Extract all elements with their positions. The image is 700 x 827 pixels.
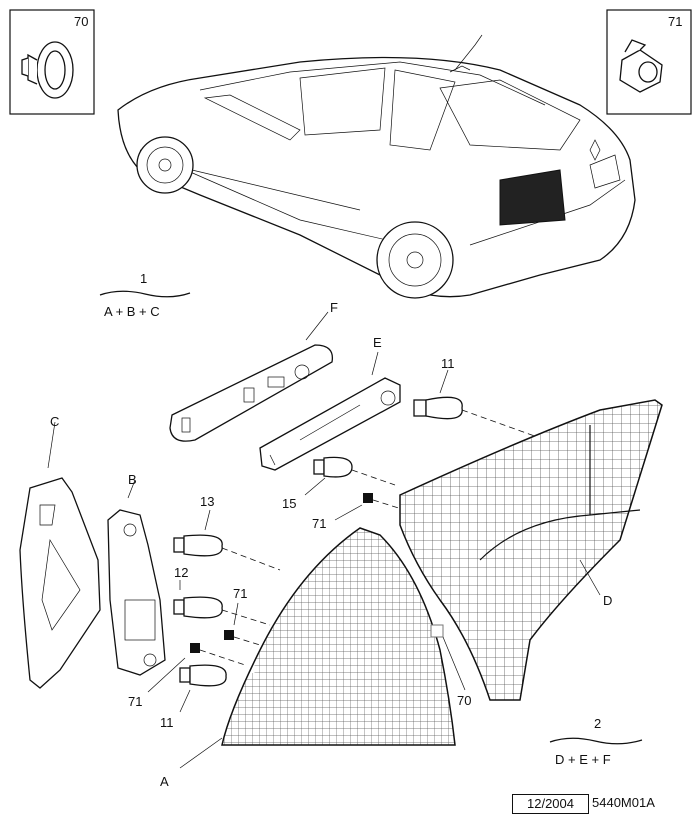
label-D: D <box>603 593 612 608</box>
group-2-formula: 2 D + E + F <box>549 716 643 767</box>
callout-15: 15 <box>282 496 296 511</box>
label-A: A <box>160 774 169 789</box>
callout-71-low: 71 <box>128 694 142 709</box>
callout-11-top: 11 <box>441 356 455 371</box>
group-1-formula: 1 A + B + C <box>99 271 191 319</box>
part-A-lens: A <box>160 527 456 789</box>
inset-nut-71: 71 <box>606 9 692 115</box>
part-D-lens: D <box>399 399 663 701</box>
clip-70: 70 <box>430 624 471 708</box>
inset-71-callout: 71 <box>668 14 682 29</box>
clip-71-top: 71 <box>312 493 406 531</box>
group-2-number: 2 <box>594 716 601 731</box>
bulb-11-low: 11 <box>160 664 227 730</box>
footer-date: 12/2004 <box>512 794 589 814</box>
label-E: E <box>373 335 382 350</box>
label-F: F <box>330 300 338 315</box>
callout-11-low: 11 <box>160 715 174 730</box>
footer-code: 5440M01A <box>592 795 655 810</box>
group-2-parts: D + E + F <box>555 752 611 767</box>
part-C-plate: C <box>19 414 101 689</box>
group-1-number: 1 <box>140 271 147 286</box>
label-C: C <box>50 414 59 429</box>
part-F-strip: F <box>169 300 338 442</box>
bulb-15: 15 <box>282 456 396 511</box>
inset-clip-70: 70 <box>9 9 95 115</box>
group-1-parts: A + B + C <box>104 304 160 319</box>
bulb-11-top: 11 <box>413 356 541 439</box>
label-B: B <box>128 472 137 487</box>
car-illustration <box>117 34 636 299</box>
part-B-holder: B <box>107 472 166 676</box>
clip-71-mid: 71 <box>224 586 261 646</box>
clip-71-low: 71 <box>128 643 246 709</box>
bulb-13: 13 <box>173 494 281 571</box>
callout-13: 13 <box>200 494 214 509</box>
callout-12: 12 <box>174 565 188 580</box>
inset-70-callout: 70 <box>74 14 88 29</box>
bulb-12: 12 <box>173 565 271 626</box>
callout-71-mid: 71 <box>233 586 247 601</box>
callout-71-top: 71 <box>312 516 326 531</box>
callout-70: 70 <box>457 693 471 708</box>
part-E-holder: E <box>259 335 401 471</box>
